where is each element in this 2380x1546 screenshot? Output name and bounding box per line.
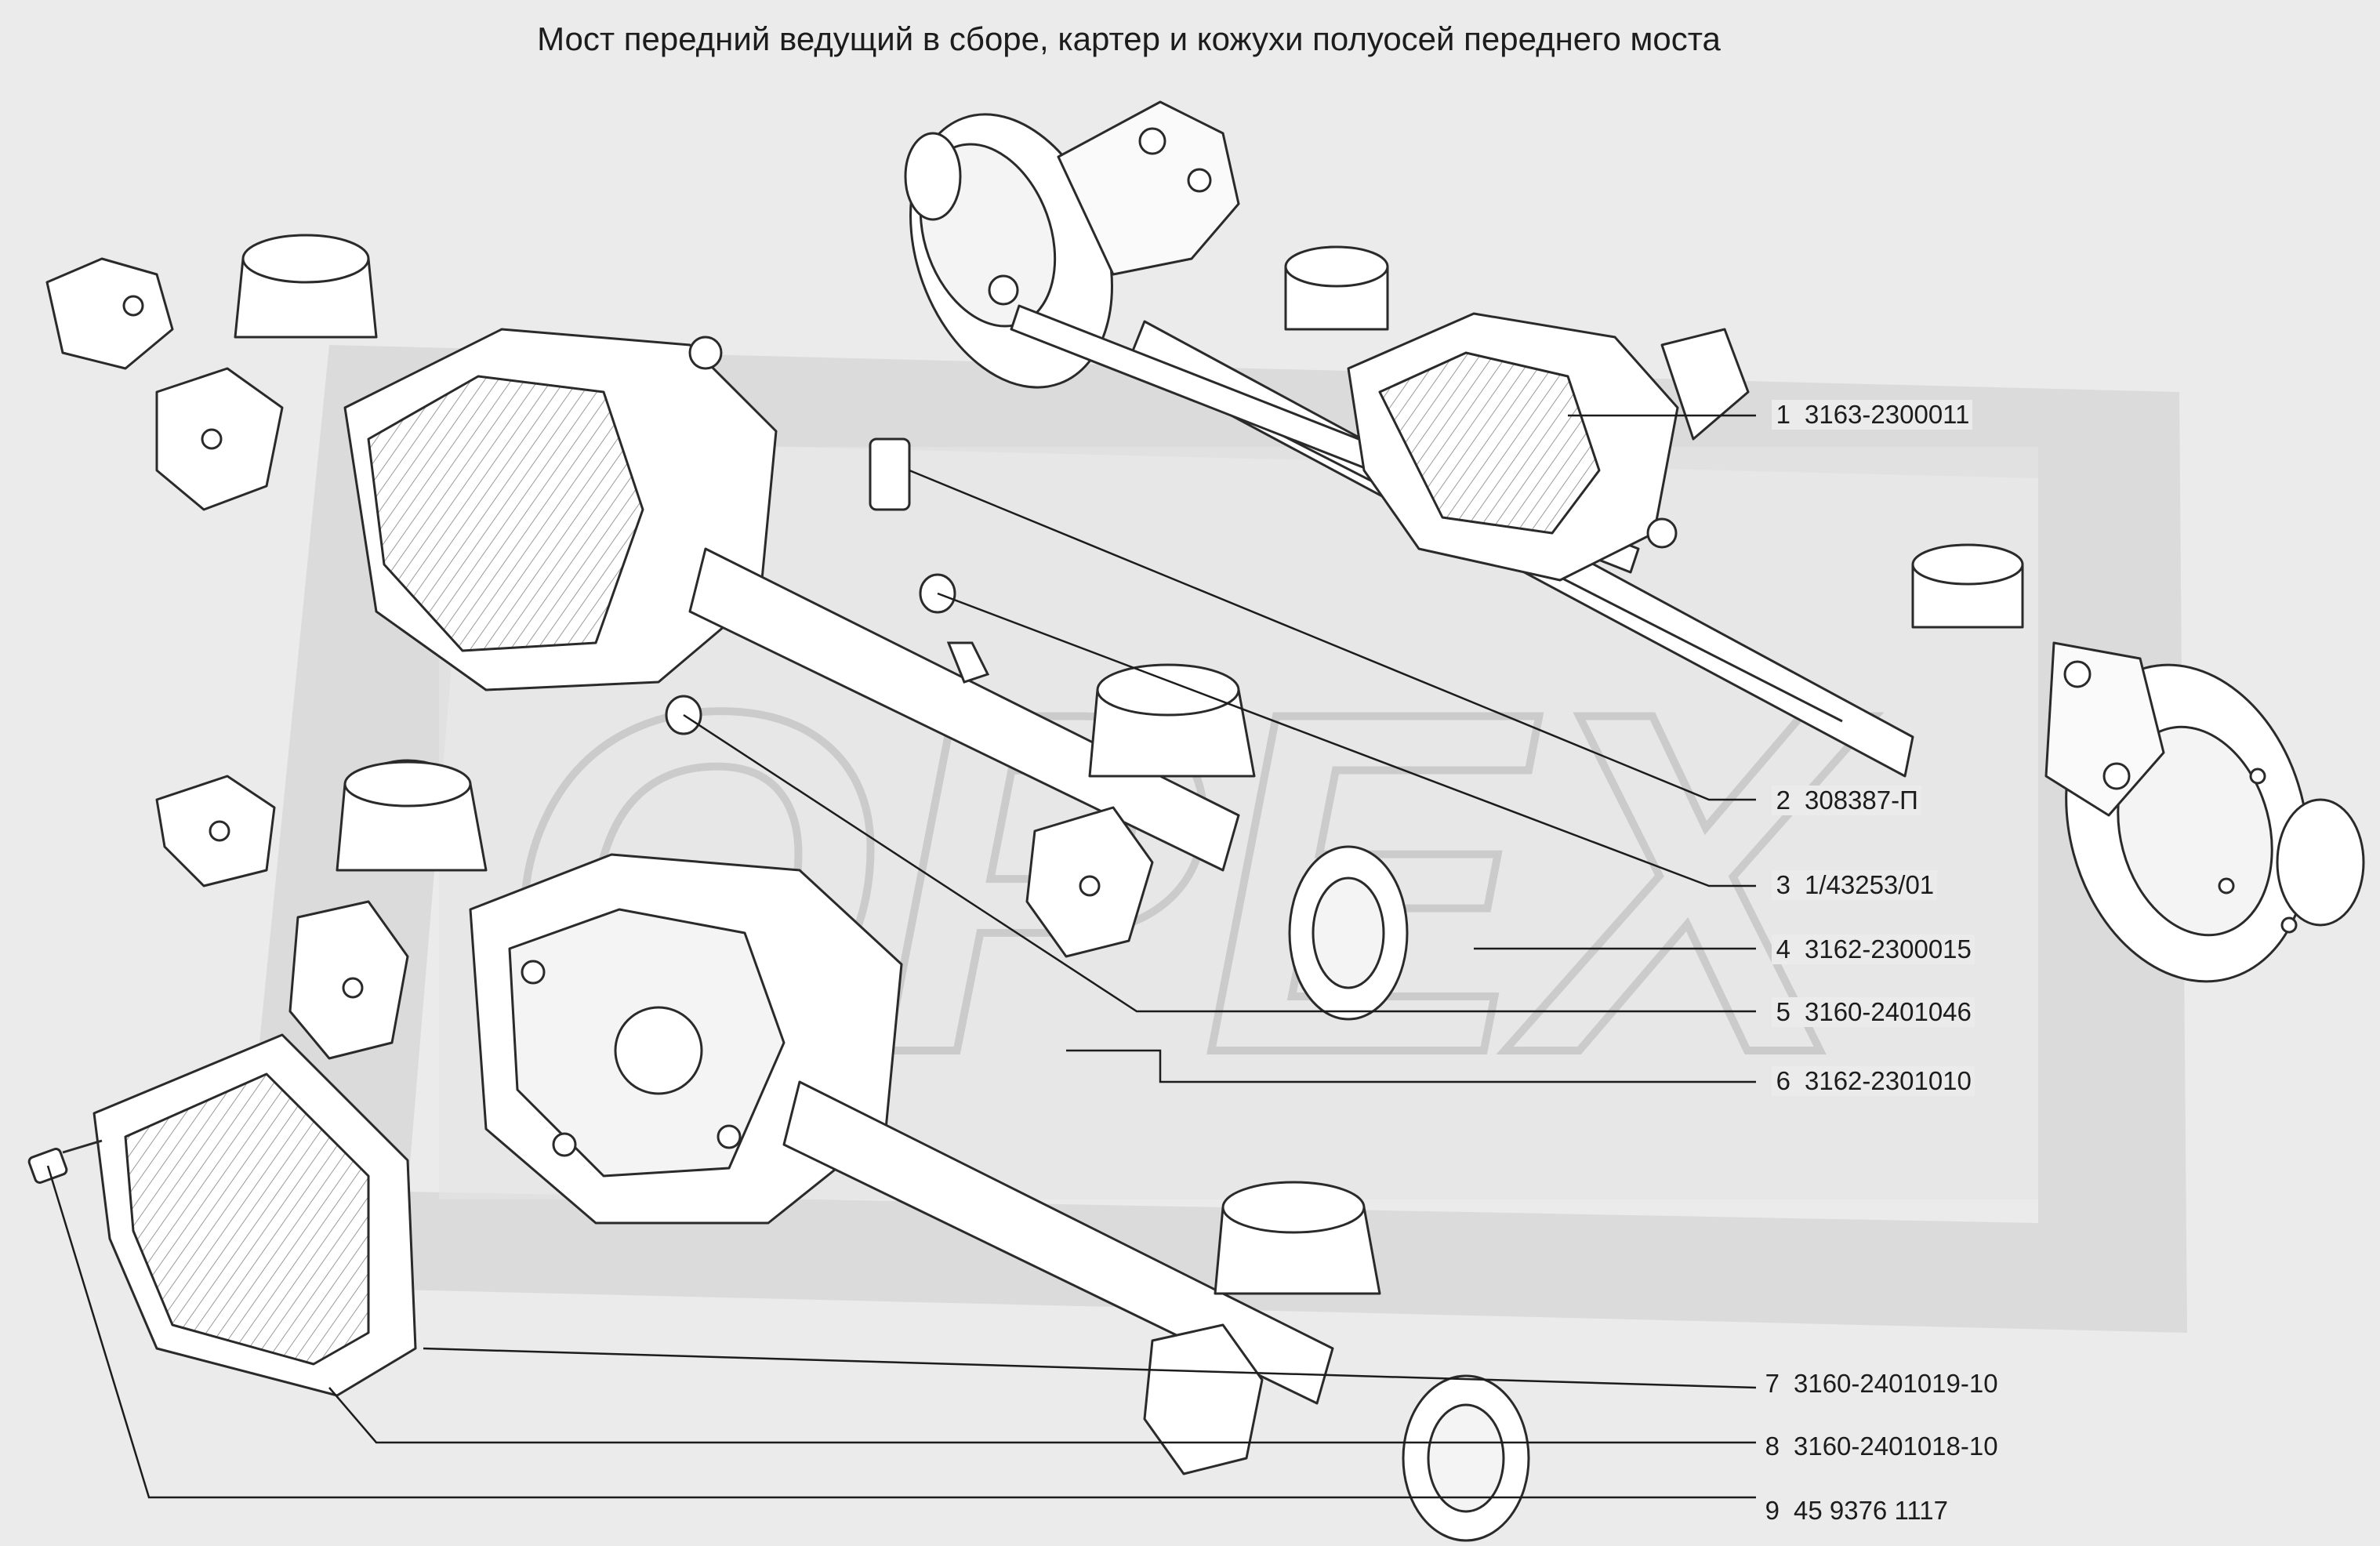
callout-6: 6 3162-2301010 [1772,1066,1975,1096]
callout-7: 7 3160-2401019-10 [1761,1369,2001,1399]
page-title: Мост передний ведущий в сборе, картер и … [537,20,1721,57]
callout-number: 3 [1776,870,1790,899]
part-number: 45 9376 1117 [1794,1496,1948,1525]
loose-fittings [665,437,990,735]
part-number: 3162-2300015 [1805,934,1972,964]
housing-assembly-lower [27,759,1530,1542]
callout-number: 4 [1776,934,1790,964]
callout-number: 1 [1776,400,1790,429]
callout-2: 2 308387-П [1772,786,1921,815]
callout-8: 8 3160-2401018-10 [1761,1432,2001,1461]
front-axle-assembly [904,100,2365,983]
part-number: 308387-П [1805,786,1918,815]
callout-number: 5 [1776,997,1790,1026]
part-number: 3163-2300011 [1805,400,1970,429]
callout-number: 9 [1765,1496,1780,1525]
leader-lines [46,414,1757,1499]
callout-3: 3 1/43253/01 [1772,870,1938,900]
callout-number: 6 [1776,1066,1790,1095]
callout-number: 7 [1765,1369,1780,1398]
part-number: 3162-2301010 [1805,1066,1972,1095]
callout-5: 5 3160-2401046 [1772,997,1975,1027]
callout-number: 2 [1776,786,1790,815]
callout-1: 1 3163-2300011 [1772,400,1973,430]
part-number: 3160-2401019-10 [1794,1369,1998,1398]
housing-assembly-upper [45,234,1409,1021]
callout-9: 9 45 9376 1117 [1761,1496,1951,1526]
callout-number: 8 [1765,1432,1780,1461]
callout-4: 4 3162-2300015 [1772,934,1975,964]
part-number: 3160-2401018-10 [1794,1432,1998,1461]
part-number: 3160-2401046 [1805,997,1972,1026]
part-number: 1/43253/01 [1805,870,1935,899]
